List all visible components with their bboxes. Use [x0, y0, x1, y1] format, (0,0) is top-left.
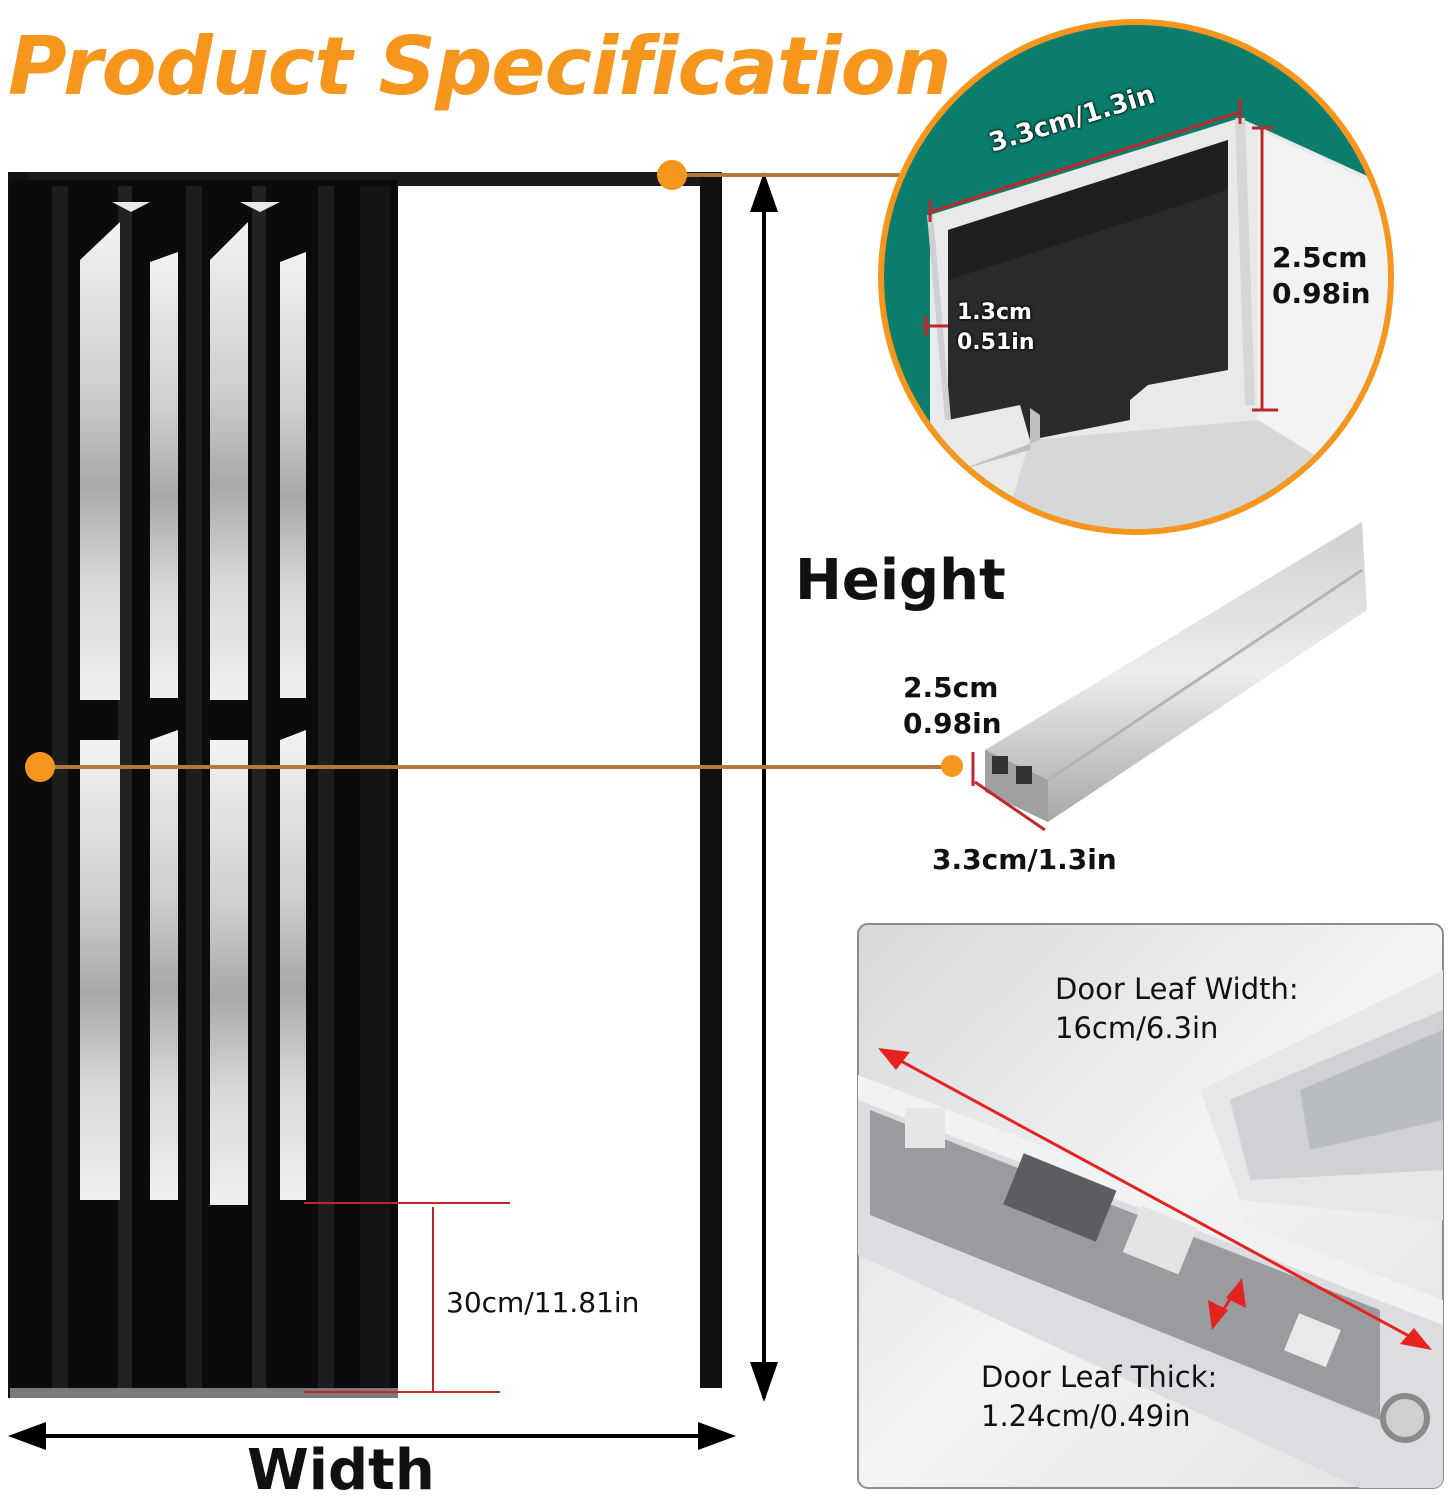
door-leaf-thick-title: Door Leaf Thick: — [981, 1360, 1218, 1394]
leader-lines — [25, 160, 963, 782]
side-track-height-label: 2.5cm 0.98in — [903, 670, 1002, 743]
door-leaf-width-value: 16cm/6.3in — [1055, 1011, 1219, 1046]
side-rail-profile — [971, 522, 1367, 832]
width-dimension-arrow — [8, 1422, 736, 1450]
side-track-width-label: 3.3cm/1.3in — [932, 843, 1117, 876]
page-title: Product Specification — [8, 20, 952, 113]
top-track-height-in: 0.98in — [1272, 277, 1371, 311]
top-track-height-label: 2.5cm 0.98in — [1272, 240, 1371, 313]
side-track-height-in: 0.98in — [903, 707, 1002, 741]
door-leaf-width-title: Door Leaf Width: — [1055, 972, 1299, 1006]
bottom-gap-dimension — [304, 1202, 510, 1393]
door-leaf-width-label: Door Leaf Width: 16cm/6.3in — [1055, 970, 1299, 1048]
glass-panels-lower — [80, 730, 306, 1205]
width-label: Width — [247, 1438, 435, 1500]
side-track-height-cm: 2.5cm — [903, 671, 999, 704]
top-track-height-cm: 2.5cm — [1272, 241, 1368, 274]
top-track-closeup — [878, 19, 1394, 535]
top-track-lip-label: 1.3cm 0.51in — [957, 298, 1034, 357]
door-leaf-thick-value: 1.24cm/0.49in — [981, 1399, 1191, 1434]
height-label: Height — [795, 548, 1006, 613]
top-track-lip-in: 0.51in — [957, 329, 1035, 355]
top-track-lip-cm: 1.3cm — [957, 300, 1032, 325]
bottom-gap-label: 30cm/11.81in — [446, 1286, 640, 1319]
door-leaf-photo — [857, 923, 1444, 1489]
folding-door — [10, 180, 398, 1398]
height-dimension-arrow — [750, 172, 778, 1402]
door-leaf-thick-label: Door Leaf Thick: 1.24cm/0.49in — [981, 1358, 1217, 1436]
glass-panels-upper — [80, 202, 306, 700]
